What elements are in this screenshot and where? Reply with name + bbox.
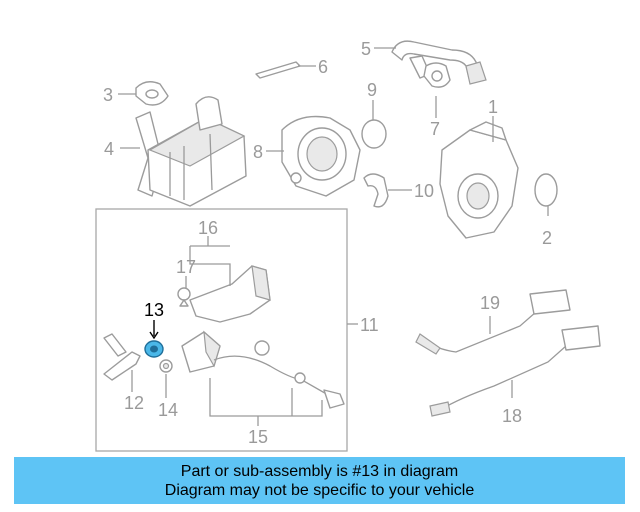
- parts-diagram: 1 2 3 4 5 6 7 8 9 10 11 12 13 14 15 16 1…: [95, 39, 601, 452]
- part-12-bracket: [103, 351, 141, 381]
- callout-14: 14: [158, 400, 178, 420]
- info-banner: Part or sub-assembly is #13 in diagram D…: [14, 457, 625, 504]
- callout-12: 12: [124, 393, 144, 413]
- callout-17: 17: [176, 257, 196, 277]
- banner-line-1: Part or sub-assembly is #13 in diagram: [180, 462, 459, 480]
- callout-15: 15: [248, 427, 268, 447]
- callout-10: 10: [414, 181, 434, 201]
- part-1-egr-valve: [439, 121, 519, 239]
- callout-8: 8: [253, 142, 263, 162]
- leader-lines: [118, 47, 549, 426]
- callout-6: 6: [318, 57, 328, 77]
- callout-4: 4: [104, 139, 114, 159]
- part-19-sensor: [415, 289, 571, 355]
- banner-line-2: Diagram may not be specific to your vehi…: [164, 481, 475, 499]
- callout-16: 16: [198, 218, 218, 238]
- part-3-gasket: [135, 81, 169, 106]
- callout-11: 11: [360, 315, 379, 335]
- assembly-11-box: [95, 208, 348, 452]
- part-17-bolt: [177, 287, 191, 307]
- part-4-cooler: [135, 96, 247, 207]
- part-12-rod: [103, 333, 127, 357]
- part-18-sensor: [429, 325, 601, 417]
- part-10-clip: [363, 173, 389, 208]
- part-16-bracket: [189, 265, 271, 323]
- callout-2: 2: [542, 228, 552, 248]
- callout-13: 13: [144, 300, 164, 320]
- part-6-strip: [255, 61, 301, 79]
- callout-1: 1: [488, 97, 498, 117]
- callout-7: 7: [430, 119, 440, 139]
- part-2-ring: [534, 173, 558, 207]
- part-14-nut: [159, 359, 173, 373]
- part-9-o-ring: [361, 119, 387, 149]
- part-13-grommet: [144, 340, 164, 358]
- part-15-sensor-harness: [181, 330, 345, 409]
- callout-5: 5: [361, 39, 371, 59]
- callout-19: 19: [480, 293, 500, 313]
- part-7-gasket: [423, 62, 451, 88]
- callout-18: 18: [502, 406, 522, 426]
- part-8-throttle-body: [281, 115, 361, 197]
- callout-3: 3: [103, 85, 113, 105]
- callout-9: 9: [367, 80, 377, 100]
